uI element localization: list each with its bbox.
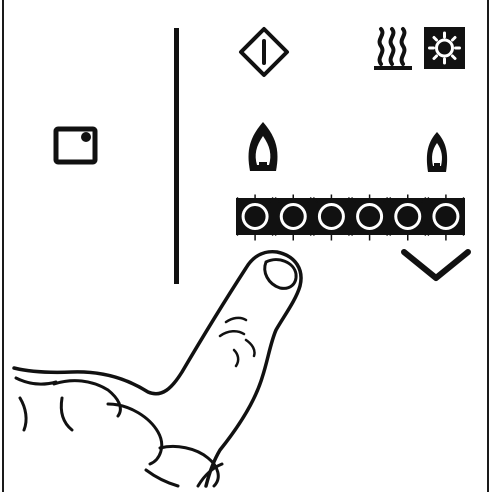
small-flame-icon <box>427 132 447 172</box>
power-button[interactable] <box>241 29 287 75</box>
divider-line <box>174 28 179 284</box>
pointing-hand <box>14 252 301 486</box>
down-arrow-button[interactable] <box>404 252 468 278</box>
timer-button[interactable] <box>56 129 95 162</box>
warming-zone-indicator <box>374 29 412 70</box>
large-flame-icon <box>249 122 278 171</box>
chevron-down-icon <box>404 252 468 278</box>
panel-frame <box>3 0 488 492</box>
light-toggle[interactable] <box>424 27 465 69</box>
heat-slider[interactable] <box>236 195 465 241</box>
heat-waves-icon <box>374 29 412 70</box>
heat-slider-track <box>236 198 465 235</box>
pointing-hand-icon <box>14 252 301 486</box>
square-dot-icon <box>56 129 95 162</box>
flame-small[interactable] <box>427 132 447 172</box>
power-diamond-icon <box>241 29 287 75</box>
flame-large[interactable] <box>249 122 278 171</box>
